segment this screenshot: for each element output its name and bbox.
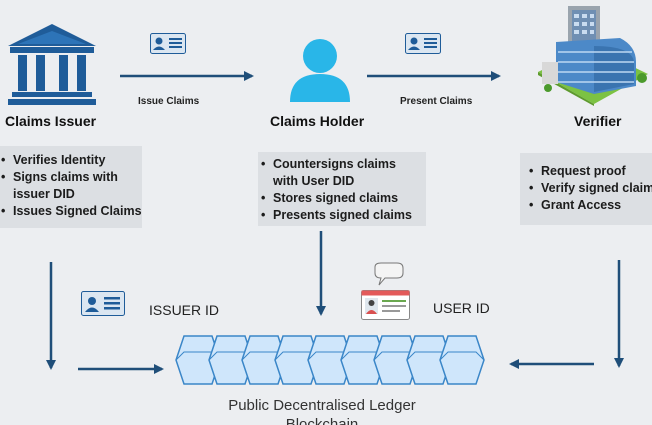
issuer-duty-item: Verifies Identity — [0, 152, 142, 169]
verifier-duty-item: Grant Access — [528, 197, 652, 214]
blockchain-block — [241, 335, 287, 385]
id-card-icon — [405, 33, 441, 54]
present-claims-label: Present Claims — [400, 96, 473, 107]
office-building-icon — [538, 6, 648, 106]
issuer-id-label: ISSUER ID — [149, 302, 220, 318]
holder-duty-item: with User DID — [273, 174, 355, 188]
holder-title: Claims Holder — [270, 113, 365, 129]
ledger-subtitle: Blockchain — [285, 416, 359, 425]
issuer-duty-item: Signs claims with — [0, 169, 142, 186]
blockchain-blocks — [175, 335, 485, 385]
user-id-label: USER ID — [433, 300, 490, 316]
bank-building-icon — [8, 24, 96, 105]
holder-duty-item: Stores signed claims — [260, 190, 426, 207]
issuer-duty-item: Issues Signed Claims — [0, 203, 142, 220]
person-icon — [290, 39, 350, 102]
holder-duty-item: Countersigns claims — [260, 156, 426, 173]
ledger-title: Public Decentralised Ledger — [228, 397, 416, 414]
verifier-duties-box: Request proof Verify signed claim Grant … — [520, 153, 652, 225]
verifier-duty-item: Verify signed claim — [528, 180, 652, 197]
holder-duty-item: Presents signed claims — [260, 207, 426, 224]
issuer-title: Claims Issuer — [5, 113, 97, 129]
issuer-duties-box: Verifies Identity Signs claims with issu… — [0, 146, 142, 228]
user-id-card-icon — [361, 262, 410, 320]
blockchain-block — [274, 335, 320, 385]
verifier-duty-item: Request proof — [528, 163, 652, 180]
issuer-duty-item: issuer DID — [13, 187, 75, 201]
holder-duties-box: Countersigns claims with User DID Stores… — [258, 152, 426, 226]
issue-claims-label: Issue Claims — [138, 96, 200, 107]
verifier-title: Verifier — [574, 113, 622, 129]
blockchain-block — [439, 335, 485, 385]
id-card-icon — [150, 33, 186, 54]
id-card-icon — [81, 291, 125, 316]
